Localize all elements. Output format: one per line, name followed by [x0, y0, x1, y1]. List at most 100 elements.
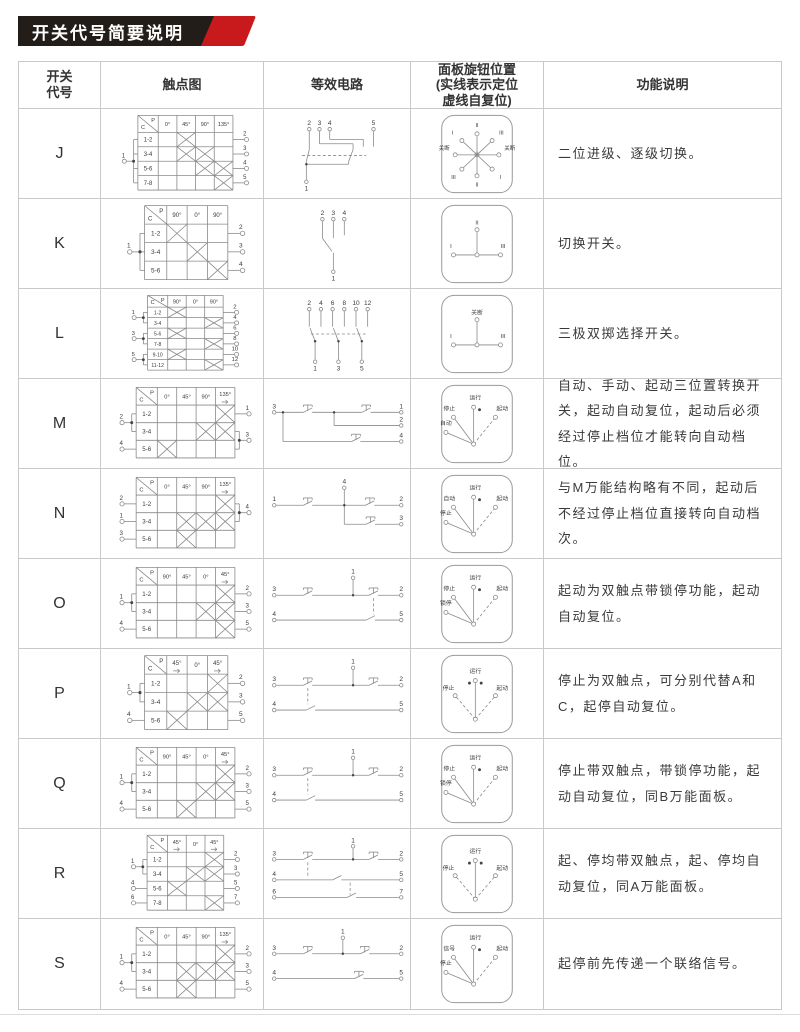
svg-text:自动: 自动: [440, 418, 452, 426]
svg-text:1-2: 1-2: [142, 410, 151, 417]
svg-text:2: 2: [119, 494, 123, 501]
function-description: 与M万能结构略有不同，起动后不经过停止档位直接转向自动档次。: [544, 469, 781, 559]
table-header-row: 开关 代号 触点图 等效电路 面板旋钮位置 (实线表示定位 虚线自复位) 功能说…: [19, 62, 781, 109]
knob-position-diagram: 停止运行起动自动: [411, 379, 544, 469]
svg-text:停止: 停止: [443, 584, 455, 592]
svg-text:45°: 45°: [221, 572, 230, 578]
svg-text:3: 3: [243, 146, 247, 152]
svg-text:2: 2: [238, 224, 242, 231]
svg-text:停止: 停止: [440, 508, 452, 516]
svg-text:3: 3: [119, 530, 123, 537]
svg-text:2: 2: [321, 210, 325, 217]
svg-text:III: III: [501, 334, 506, 340]
svg-text:3: 3: [234, 866, 238, 872]
svg-text:5: 5: [246, 980, 250, 987]
svg-text:4: 4: [238, 261, 242, 268]
content-area: 开关代号简要说明 开关 代号 触点图 等效电路 面板旋钮位置 (实线表示定位 虚…: [18, 16, 782, 1010]
svg-text:1-2: 1-2: [142, 770, 151, 777]
svg-text:关断: 关断: [504, 143, 515, 151]
svg-text:3: 3: [246, 782, 250, 789]
svg-text:5: 5: [399, 791, 403, 798]
svg-text:0°: 0°: [165, 121, 170, 127]
svg-text:1-2: 1-2: [153, 857, 162, 863]
svg-text:1: 1: [122, 153, 126, 159]
switch-code: J: [19, 109, 101, 199]
svg-text:起动: 起动: [496, 404, 508, 412]
svg-text:2: 2: [246, 584, 250, 591]
svg-text:信号: 信号: [443, 945, 455, 953]
svg-text:自动: 自动: [443, 494, 455, 502]
svg-text:III: III: [501, 244, 506, 250]
svg-text:5-6: 5-6: [153, 886, 162, 892]
svg-text:3: 3: [318, 120, 322, 127]
svg-text:90°: 90°: [172, 213, 182, 219]
svg-text:4: 4: [246, 503, 250, 510]
switch-code: S: [19, 919, 101, 1009]
function-description: 起停前先传递一个联络信号。: [558, 956, 747, 972]
svg-text:2: 2: [246, 764, 250, 771]
svg-text:2: 2: [399, 496, 403, 503]
svg-text:II: II: [475, 123, 479, 129]
svg-text:4: 4: [119, 980, 123, 987]
svg-text:4: 4: [272, 611, 276, 618]
svg-text:45°: 45°: [210, 839, 218, 845]
svg-text:45°: 45°: [213, 660, 223, 666]
svg-text:3-4: 3-4: [153, 872, 162, 878]
svg-text:3: 3: [337, 365, 341, 372]
svg-text:C: C: [139, 938, 143, 944]
function-description: 切换开关。: [544, 199, 781, 289]
svg-text:45°: 45°: [182, 484, 191, 490]
svg-text:2: 2: [119, 413, 123, 420]
svg-text:4: 4: [131, 880, 135, 886]
svg-text:P: P: [151, 118, 155, 124]
svg-text:1: 1: [341, 929, 345, 936]
svg-text:3: 3: [246, 602, 250, 609]
svg-text:起动: 起动: [496, 683, 508, 691]
svg-text:0°: 0°: [164, 934, 169, 940]
svg-text:4: 4: [119, 800, 123, 807]
svg-text:1: 1: [246, 404, 250, 411]
svg-text:P: P: [161, 838, 165, 844]
svg-text:5-6: 5-6: [142, 626, 151, 633]
svg-text:5: 5: [243, 175, 247, 181]
svg-text:4: 4: [119, 440, 123, 447]
svg-text:停止: 停止: [443, 404, 455, 412]
svg-text:2: 2: [246, 945, 250, 952]
svg-text:II: II: [475, 182, 479, 188]
svg-text:135°: 135°: [219, 932, 231, 938]
svg-text:C: C: [151, 299, 155, 305]
function-description: 自动、手动、起动三位置转换开关，起动自动复位，起动后必须经过停止档位才能转向自动…: [544, 379, 781, 469]
svg-text:45°: 45°: [221, 752, 230, 758]
svg-text:3-4: 3-4: [142, 428, 151, 435]
svg-text:5-6: 5-6: [142, 986, 151, 993]
svg-text:4: 4: [272, 970, 276, 977]
svg-text:4: 4: [119, 620, 123, 627]
svg-text:5-6: 5-6: [142, 446, 151, 453]
page-footer-rule: [0, 1014, 800, 1015]
svg-text:C: C: [139, 757, 143, 763]
svg-text:3: 3: [272, 676, 276, 683]
svg-text:4: 4: [342, 478, 346, 485]
svg-text:2: 2: [243, 131, 246, 137]
svg-text:4: 4: [319, 300, 323, 307]
svg-text:1: 1: [127, 242, 131, 249]
svg-text:3: 3: [272, 403, 276, 410]
svg-text:4: 4: [243, 160, 247, 166]
svg-text:1: 1: [313, 365, 317, 372]
svg-text:运行: 运行: [469, 667, 481, 675]
svg-text:II: II: [475, 220, 479, 226]
svg-text:5-6: 5-6: [144, 166, 153, 172]
svg-text:P: P: [159, 209, 163, 215]
svg-text:9-10: 9-10: [153, 352, 163, 358]
